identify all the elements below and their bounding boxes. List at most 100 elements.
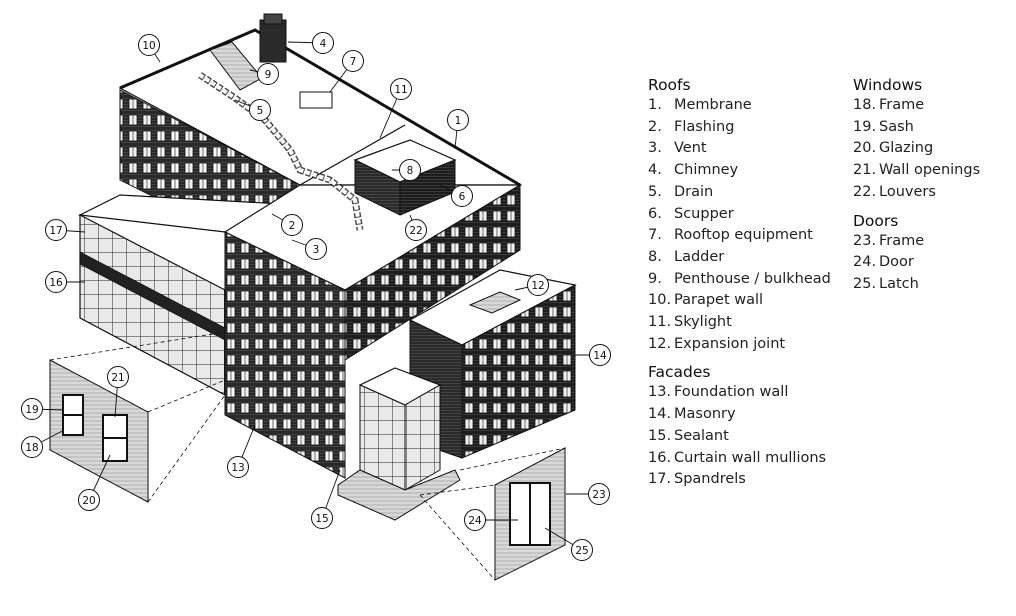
- legend-item: 23.Frame: [853, 231, 980, 253]
- legend-section-title: Facades: [648, 363, 711, 382]
- legend-item-number: 9.: [648, 270, 662, 287]
- legend-item-label: Sealant: [674, 427, 729, 444]
- legend-item-number: 18.: [853, 97, 877, 113]
- callout-number: 18: [25, 442, 38, 454]
- legend-item-number: 22.: [853, 183, 877, 200]
- legend-item: 13.Foundation wall: [648, 382, 831, 404]
- callout-number: 15: [315, 513, 328, 525]
- callout-25: 25: [544, 527, 593, 561]
- callout-number: 12: [531, 280, 544, 292]
- legend-item-number: 7.: [648, 227, 662, 244]
- callout-number: 16: [49, 277, 63, 289]
- legend-item-label: Spandrels: [674, 471, 746, 488]
- callout-13: 13: [227, 424, 256, 478]
- callout-number: 23: [592, 489, 605, 501]
- callout-9: 9: [249, 63, 279, 85]
- legend-item-number: 19.: [853, 118, 877, 135]
- callout-number: 2: [289, 220, 296, 232]
- tower-right-facade: [344, 184, 521, 361]
- callout-circle: [342, 50, 364, 72]
- callout-circle: [107, 366, 129, 388]
- legend-item: 20.Glazing: [853, 138, 980, 160]
- callout-number: 10: [142, 40, 155, 52]
- callout-circle: [21, 398, 43, 420]
- chimney: [259, 13, 287, 63]
- legend-item-label: Parapet wall: [674, 292, 764, 309]
- legend-item-number: 25.: [853, 275, 877, 292]
- callout-circle: [399, 159, 421, 181]
- legend-item-number: 12.: [648, 335, 672, 352]
- callout-12: 12: [514, 274, 549, 296]
- callout-number: 20: [82, 495, 95, 507]
- legend-item-label: Glazing: [879, 140, 934, 157]
- legend-item-number: 10.: [648, 292, 672, 309]
- legend-item-label: Membrane: [674, 97, 752, 113]
- callout-circle: [451, 185, 473, 207]
- callout-3: 3: [291, 238, 327, 260]
- callout-18: 18: [21, 429, 65, 458]
- legend-item: 8. Ladder: [648, 247, 831, 269]
- legend-item: 2.Flashing: [648, 117, 831, 139]
- window-detail-inset: [49, 331, 226, 503]
- callout-number: 21: [111, 372, 124, 384]
- legend-item-label: Chimney: [674, 162, 739, 179]
- callout-11: 11: [379, 78, 412, 139]
- callout-number: 19: [25, 404, 38, 416]
- callout-circle: [311, 507, 333, 529]
- legend-item-number: 23.: [853, 232, 877, 249]
- callout-layer: 1234567891011121314151617181920212223242…: [21, 32, 611, 561]
- callout-19: 19: [21, 398, 65, 420]
- callout-circle: [571, 539, 593, 561]
- legend-item: 11.Skylight: [648, 312, 831, 334]
- legend-item-number: 16.: [648, 449, 672, 466]
- callout-circle: [138, 34, 160, 56]
- callout-circle: [405, 219, 427, 241]
- legend-item: 5.Drain: [648, 182, 831, 204]
- callout-number: 17: [49, 225, 62, 237]
- callout-4: 4: [287, 32, 334, 54]
- callout-circle: [281, 214, 303, 236]
- right-block-right-facade: [461, 284, 576, 459]
- legend-item-label: Foundation wall: [674, 384, 789, 401]
- legend-item-label: Ladder: [674, 248, 725, 265]
- callout-2: 2: [271, 213, 303, 236]
- legend-item: 19.Sash: [853, 117, 980, 139]
- legend-item: 16.Curtain wall mullions: [648, 448, 831, 470]
- callout-circle: [464, 509, 486, 531]
- callout-24: 24: [464, 509, 518, 531]
- callout-10: 10: [138, 34, 161, 63]
- callout-23: 23: [566, 483, 610, 505]
- callout-6: 6: [439, 184, 473, 207]
- callout-number: 11: [394, 84, 407, 96]
- entrance-vestibule: [337, 367, 461, 521]
- legend-item: 12.Expansion joint: [648, 334, 831, 356]
- callout-7: 7: [329, 50, 364, 93]
- callout-number: 7: [350, 56, 357, 68]
- callout-number: 3: [313, 244, 320, 256]
- legend-item-number: 1.: [648, 97, 662, 113]
- legend-item-number: 13.: [648, 384, 672, 401]
- legend-item: 15.Sealant: [648, 426, 831, 448]
- legend-item: 10.Parapet wall: [648, 290, 831, 312]
- legend-item: 6.Scupper: [648, 204, 831, 226]
- legend-item-number: 21.: [853, 162, 877, 179]
- callout-17: 17: [45, 219, 86, 241]
- legend-item: 25.Latch: [853, 274, 980, 296]
- callout-21: 21: [107, 366, 129, 418]
- legend-item-label: Vent: [674, 140, 707, 157]
- callout-1: 1: [447, 109, 469, 149]
- callout-circle: [78, 489, 100, 511]
- building-axonometric-diagram: 1234567891011121314151617181920212223242…: [21, 13, 611, 581]
- legend-item-number: 8.: [648, 248, 662, 265]
- legend-item-label: Frame: [879, 97, 925, 113]
- callout-circle: [45, 271, 67, 293]
- legend-item-number: 3.: [648, 140, 662, 157]
- legend-item-number: 20.: [853, 140, 877, 157]
- legend-item-label: Frame: [879, 232, 925, 249]
- callout-number: 1: [455, 115, 462, 127]
